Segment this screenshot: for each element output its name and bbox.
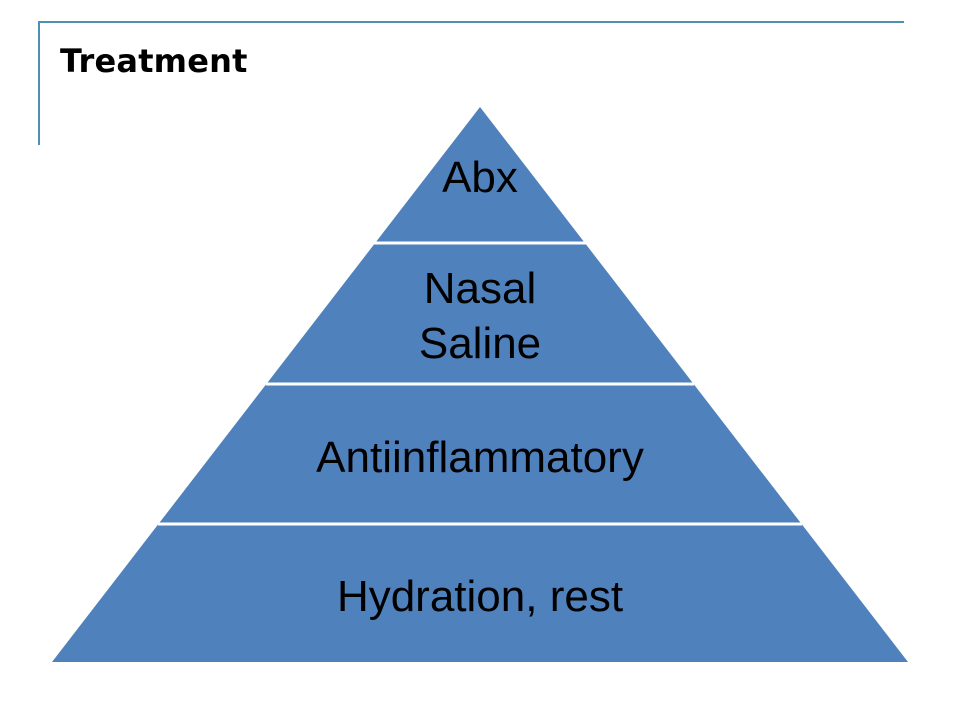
tier-label-abx: Abx [442,153,518,202]
slide-title: Treatment [60,42,248,80]
tier-label-antiinflammatory: Antiinflammatory [316,433,644,482]
frame-top-line [38,21,904,23]
tier-label-nasal: Nasal [424,264,537,313]
frame-left-line [38,21,40,145]
tier-label-saline: Saline [419,319,541,368]
tier-label-hydration-rest: Hydration, rest [337,572,623,621]
